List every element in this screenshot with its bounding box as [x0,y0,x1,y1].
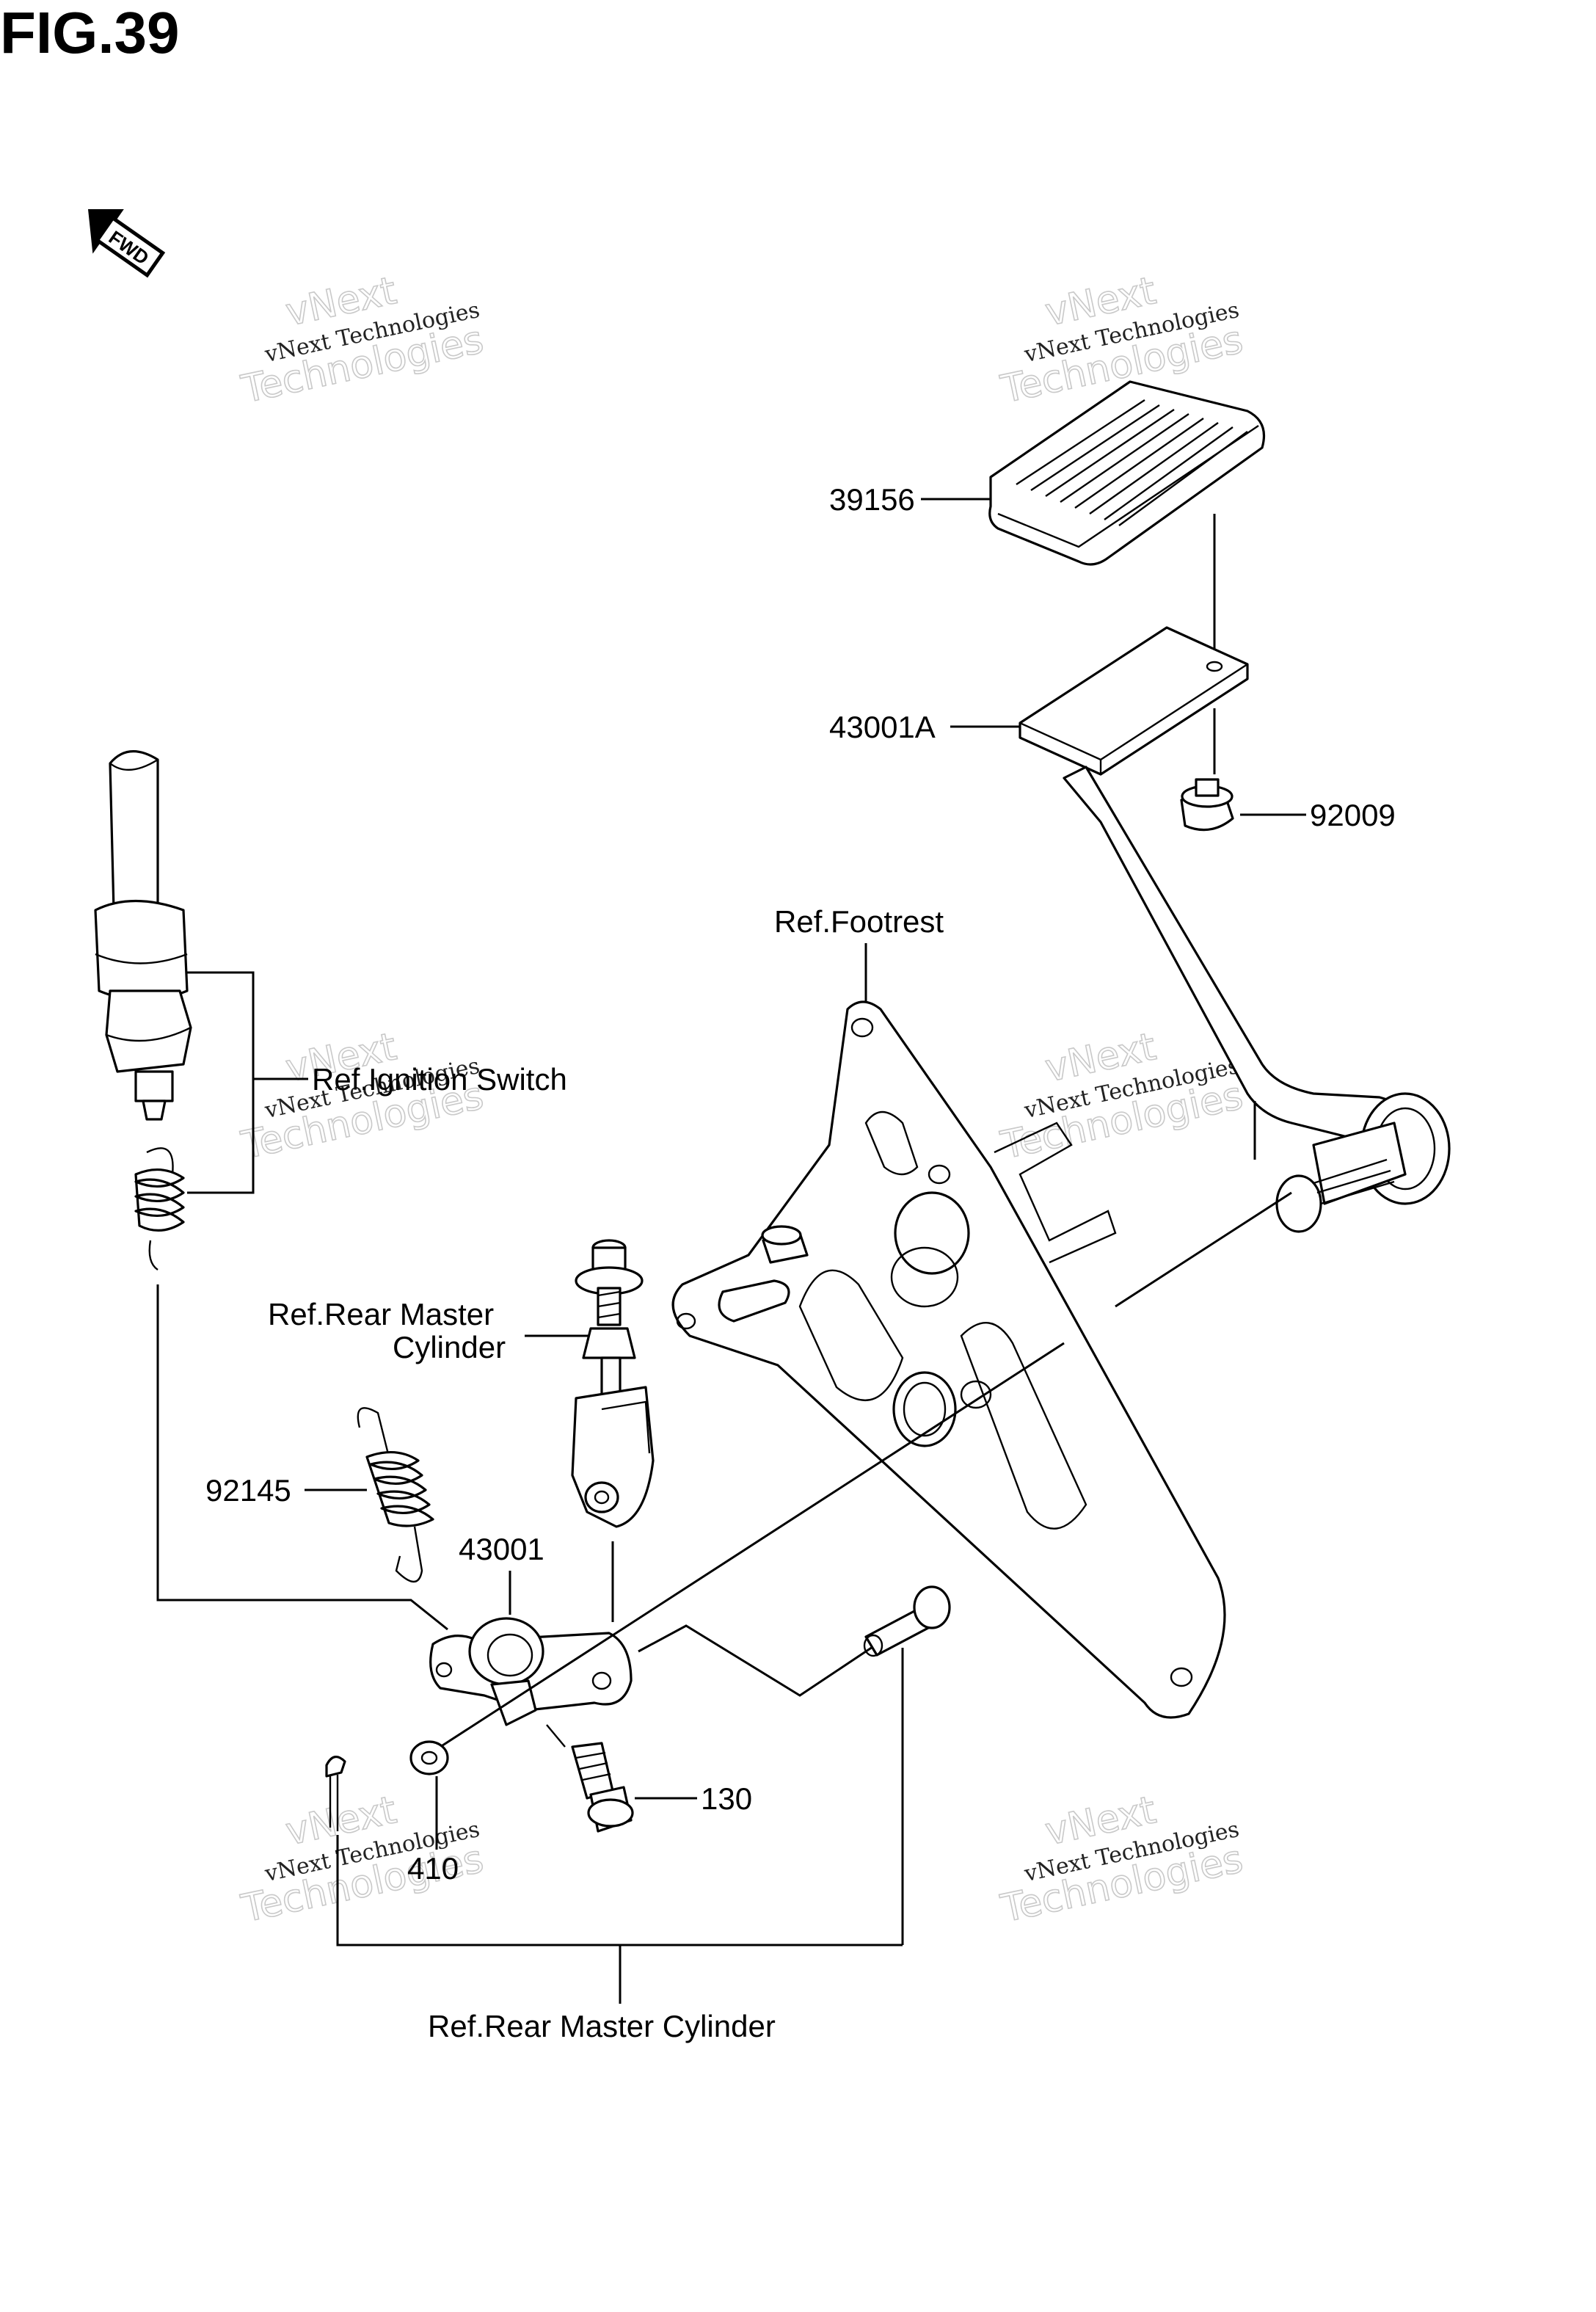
return-spring-part [357,1407,434,1583]
part-label-92009: 92009 [1310,798,1396,832]
footrest-bracket-part [671,1000,1226,1719]
watermark-1: vNext vNext Technologies Technologies [237,268,488,412]
ref-label-footrest: Ref.Footrest [774,904,944,939]
switch-spring-part [134,1147,185,1270]
brake-lever-part [429,1617,633,1726]
fwd-arrow-icon: FWD [88,209,166,278]
ref-label-rear-master-cylinder-bottom: Ref.Rear Master Cylinder [428,2009,776,2043]
clevis-pin-part [863,1585,951,1657]
bolt-part-130 [546,1724,634,1833]
cotter-pin-part [325,1756,346,1831]
watermark-2: vNext vNext Technologies Technologies [996,268,1247,412]
watermark-4: vNext vNext Technologies Technologies [996,1024,1247,1168]
figure-title: FIG.39 [0,0,180,65]
part-label-43001A: 43001A [829,710,936,744]
watermark-5: vNext vNext Technologies Technologies [237,1787,488,1932]
brake-pedal-part [1019,626,1451,1233]
part-label-130: 130 [701,1781,752,1816]
part-label-39156: 39156 [829,482,915,517]
watermark-6: vNext vNext Technologies Technologies [996,1787,1247,1932]
ref-label-ignition-switch: Ref.Ignition Switch [312,1062,567,1097]
ignition-switch-part [94,750,192,1121]
washer-part-410 [409,1740,449,1775]
rear-master-cylinder-clevis-part [571,1239,655,1528]
ref-label-rear-master-cylinder-top-line2: Cylinder [393,1330,506,1364]
ref-label-rear-master-cylinder-top-line1: Ref.Rear Master [268,1297,494,1331]
part-label-92145: 92145 [205,1473,291,1508]
part-label-410: 410 [407,1851,459,1886]
screw-part-92009 [1180,778,1234,832]
pedal-rubber-part [988,380,1266,566]
part-label-43001: 43001 [459,1532,544,1566]
